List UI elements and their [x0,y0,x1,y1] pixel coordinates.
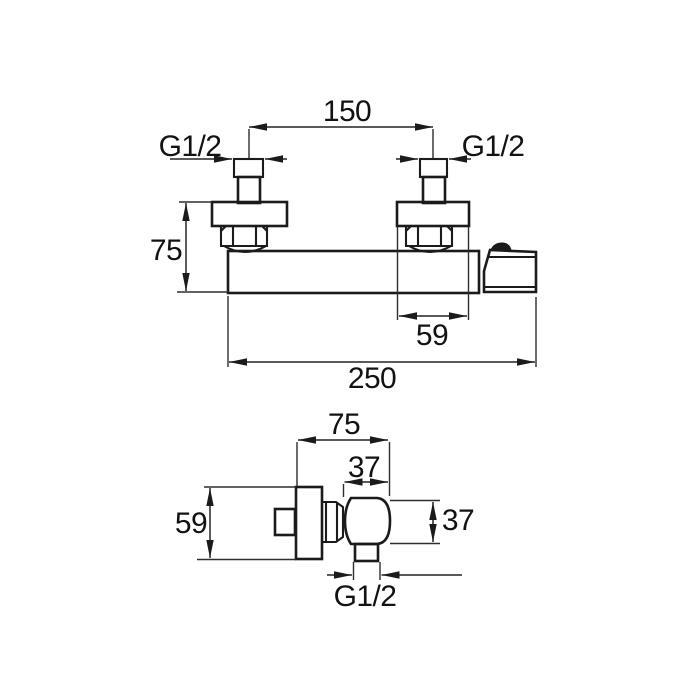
mixer-bar-body [226,249,481,295]
hex-nut-right [404,225,454,248]
dim-label-g12-left: G1/2 [159,130,222,163]
connection-left [210,157,289,254]
escutcheon-right [395,200,471,228]
side-view: 75 37 59 [175,408,475,613]
dim-label-37-top: 37 [348,451,380,484]
hex-nut-right-facets [416,226,443,246]
dim-label-75-side: 75 [328,408,360,441]
dim-body-height: 37 [390,499,475,545]
pipe-stub-left-upper [232,157,265,179]
dim-height-front: 75 [150,201,228,293]
mixer-body-end [343,496,392,546]
dim-label-150: 150 [323,95,371,128]
dim-thread-right: G1/2 [396,130,525,163]
dim-label-75-front: 75 [150,234,182,267]
pipe-stub-right-upper [418,157,449,179]
escutcheon-side [294,485,324,561]
dim-label-g12-right: G1/2 [462,130,525,163]
wall-pipe-knob [273,507,297,537]
connection-right [395,157,471,254]
hex-nut-outline [322,500,345,544]
dim-body-width: 37 [342,451,388,497]
dim-connection-width: 59 [396,227,470,352]
pipe-stub-left-lower [236,175,262,205]
dim-label-37-right: 37 [442,504,474,537]
dim-label-59-side: 59 [175,507,207,540]
hex-nut-side [322,500,345,544]
dim-outlet-thread: G1/2 [327,562,462,613]
dim-height-side: 59 [175,486,296,561]
hex-nut-left-facets [231,226,258,246]
handle-lever [482,242,538,294]
front-view: 150 G1/2 G1/2 [150,95,538,395]
dim-label-250: 250 [348,362,396,395]
lever-body [482,248,538,294]
dim-center-distance: 150 [248,95,434,158]
dim-label-59-front: 59 [416,319,448,352]
pipe-stub-right-lower [421,175,447,205]
dim-depth: 75 [296,408,391,496]
escutcheon-left [210,200,289,228]
lever-tip [490,242,512,251]
dim-total-length: 250 [227,296,537,395]
hex-nut-facets [324,502,339,542]
outlet-stub [353,542,380,563]
dim-label-g12-bottom: G1/2 [334,580,397,613]
dim-thread-left: G1/2 [159,130,287,163]
hex-nut-left [219,225,269,248]
